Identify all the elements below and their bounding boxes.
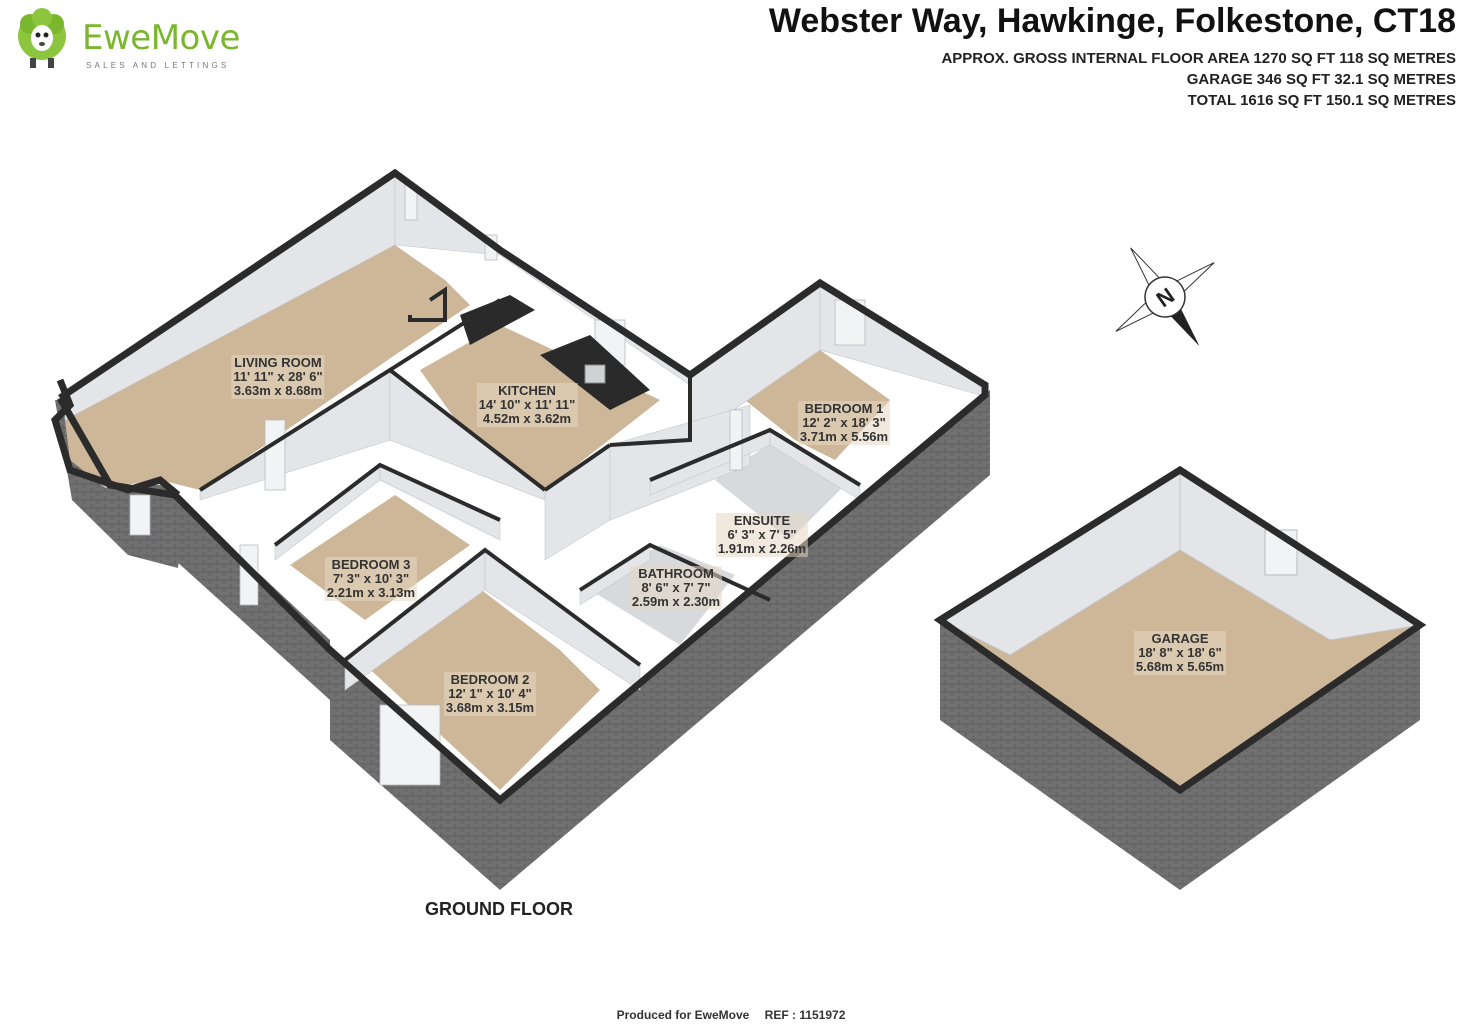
floor-caption: GROUND FLOOR [425,899,573,919]
garage-area-line: GARAGE 346 SQ FT 32.1 SQ METRES [1186,71,1456,88]
floor-area-line: APPROX. GROSS INTERNAL FLOOR AREA 1270 S… [941,50,1456,67]
footer-ref: REF : 1151972 [764,1008,846,1022]
wall-tops [51,168,989,805]
kitchen-units [460,295,650,410]
total-area-line: TOTAL 1616 SQ FT 150.1 SQ METRES [1187,92,1456,109]
compass-rose-icon [1115,247,1215,347]
sheep-mascot-icon [18,8,66,68]
interior-wall-tops [198,286,862,667]
brand-name: EweMove [82,18,240,58]
brand-tagline: SALES AND LETTINGS [86,61,230,70]
footer-produced: Produced for EweMove [616,1008,750,1022]
property-address: Webster Way, Hawkinge, Folkestone, CT18 [768,2,1456,40]
ewemove-logo: EweMove SALES AND LETTINGS [8,6,248,70]
garage-structure [933,465,1427,890]
footer: Produced for EweMove REF : 1151972 [0,1008,1462,1022]
